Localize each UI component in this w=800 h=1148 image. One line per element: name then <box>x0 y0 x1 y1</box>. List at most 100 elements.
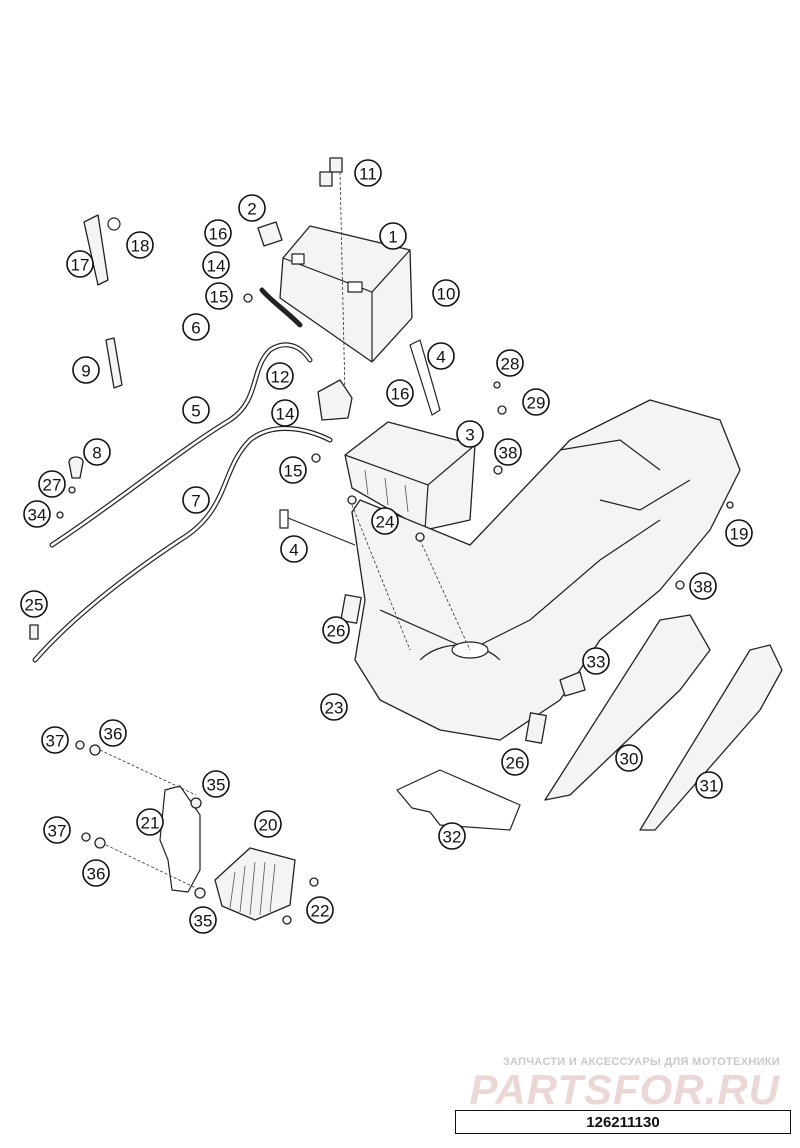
callout-number: 26 <box>327 622 346 641</box>
rubber-plug-8 <box>68 456 84 479</box>
watermark: ЗАПЧАСТИ И АКСЕССУАРЫ ДЛЯ МОТОТЕХНИКИ PA… <box>470 1056 780 1112</box>
callout-number: 27 <box>43 476 62 495</box>
callout-circle <box>202 770 230 798</box>
callout-number: 8 <box>92 444 101 463</box>
callout-circle <box>689 572 717 600</box>
callout-circle <box>41 726 69 754</box>
callout-number: 23 <box>325 699 344 718</box>
callout-11: 11 <box>354 159 382 187</box>
diagram-number: 126211130 <box>455 1110 791 1134</box>
terminal-caps <box>319 157 346 396</box>
callout-number: 36 <box>87 865 106 884</box>
callout-circle <box>427 342 455 370</box>
callout-5: 5 <box>182 396 210 424</box>
callout-circle <box>266 362 294 390</box>
callout-29: 29 <box>522 388 550 416</box>
side-panel-31 <box>639 644 783 831</box>
callout-number: 26 <box>506 754 525 773</box>
watermark-tagline: ЗАПЧАСТИ И АКСЕССУАРЫ ДЛЯ МОТОТЕХНИКИ <box>502 1056 780 1068</box>
callout-38: 38 <box>689 572 717 600</box>
callout-number: 19 <box>730 525 749 544</box>
callout-circle <box>320 693 348 721</box>
callout-circle <box>254 810 282 838</box>
callout-36: 36 <box>82 859 110 887</box>
callout-number: 5 <box>191 402 200 421</box>
callout-1: 1 <box>379 222 407 250</box>
callout-16: 16 <box>204 219 232 247</box>
battery-strap <box>409 339 441 416</box>
callout-circle <box>354 159 382 187</box>
callout-number: 30 <box>620 750 639 769</box>
battery-tray <box>344 421 476 531</box>
callout-16: 16 <box>386 379 414 407</box>
callout-circle <box>189 906 217 934</box>
callout-number: 28 <box>501 355 520 374</box>
callout-circle <box>182 486 210 514</box>
callout-number: 18 <box>131 237 150 256</box>
callout-circle <box>522 388 550 416</box>
strap-9 <box>105 337 123 389</box>
callout-number: 32 <box>443 828 462 847</box>
fasteners <box>29 293 734 925</box>
callout-number: 14 <box>207 257 226 276</box>
callout-15: 15 <box>205 282 233 310</box>
callout-circle <box>322 616 350 644</box>
callout-number: 11 <box>359 165 377 184</box>
callout-number: 37 <box>48 822 67 841</box>
callout-24: 24 <box>371 507 399 535</box>
callout-circle <box>280 535 308 563</box>
callout-circle <box>432 279 460 307</box>
callout-circle <box>202 251 230 279</box>
callout-18: 18 <box>126 231 154 259</box>
callout-circle <box>20 590 48 618</box>
callout-number: 14 <box>276 405 295 424</box>
callout-15: 15 <box>279 456 307 484</box>
callout-number: 15 <box>210 288 229 307</box>
callout-34: 34 <box>23 500 51 528</box>
callout-circle <box>205 282 233 310</box>
callout-number: 16 <box>391 385 410 404</box>
callout-circle <box>501 748 529 776</box>
callout-number: 7 <box>191 492 200 511</box>
clip-33 <box>559 671 586 697</box>
callout-number: 17 <box>71 256 90 275</box>
battery-part <box>279 225 413 363</box>
callout-12: 12 <box>266 362 294 390</box>
heat-shield-32 <box>396 769 521 831</box>
callout-circle <box>238 194 266 222</box>
callout-circle <box>438 822 466 850</box>
callout-circle <box>386 379 414 407</box>
callout-23: 23 <box>320 693 348 721</box>
callout-number: 25 <box>25 596 44 615</box>
callout-circle <box>279 456 307 484</box>
callout-number: 34 <box>28 506 47 525</box>
bracket-17 <box>83 214 121 286</box>
callout-circle <box>66 250 94 278</box>
callout-27: 27 <box>38 470 66 498</box>
callout-7: 7 <box>182 486 210 514</box>
callout-number: 24 <box>376 513 395 532</box>
callout-35: 35 <box>202 770 230 798</box>
watermark-logo: PARTSFOR.RU <box>469 1066 780 1113</box>
callout-number: 29 <box>527 394 546 413</box>
callout-number: 33 <box>587 653 606 672</box>
callout-number: 12 <box>271 368 290 387</box>
callout-circle <box>43 816 71 844</box>
callout-14: 14 <box>202 251 230 279</box>
callout-number: 6 <box>191 319 200 338</box>
battery-terminal-cover <box>257 221 283 247</box>
callout-22: 22 <box>306 896 334 924</box>
callout-circle <box>582 647 610 675</box>
rear-subframe-mudguard <box>351 399 741 741</box>
callout-17: 17 <box>66 250 94 278</box>
callout-circle <box>136 808 164 836</box>
callout-number: 16 <box>209 225 228 244</box>
callout-9: 9 <box>72 356 100 384</box>
side-panel-30 <box>544 614 711 801</box>
callout-circle <box>496 349 524 377</box>
callout-number: 35 <box>207 776 226 795</box>
starter-relay <box>317 379 353 421</box>
callout-circle <box>23 500 51 528</box>
callout-circle <box>695 771 723 799</box>
